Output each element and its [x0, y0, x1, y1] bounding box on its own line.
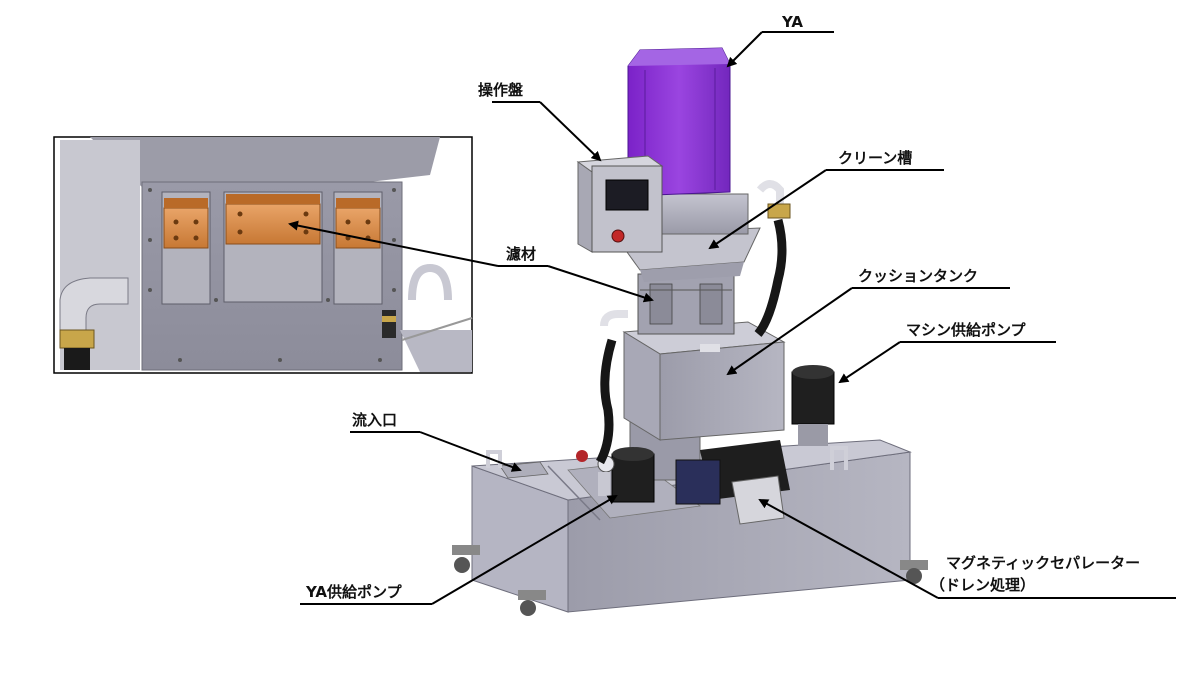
inset-elbow-pipe: [59, 277, 129, 370]
inset-valve: [382, 310, 396, 338]
hose-left: [595, 338, 617, 465]
label-magnetic-separator-line1: マグネティックセパレーター: [946, 554, 1140, 572]
emergency-stop: [611, 229, 625, 243]
inset-filter-media: [163, 194, 381, 249]
control-panel-screen: [605, 179, 649, 211]
callout-inlet: 流入口: [350, 411, 522, 472]
filter-box: [637, 273, 735, 335]
machine-supply-pump: [791, 365, 835, 446]
tank-handle-right: [830, 446, 848, 470]
filter-detail-inset: [53, 136, 473, 374]
tank-handle-left: [486, 450, 502, 468]
inset-rail: [400, 330, 472, 372]
label-machine-pump: マシン供給ポンプ: [906, 321, 1027, 339]
label-magnetic-separator-line2: （ドレン処理）: [930, 576, 1035, 594]
separator-motor: [675, 459, 721, 505]
label-control-panel: 操作盤: [478, 81, 524, 99]
label-clean-tank: クリーン槽: [838, 149, 912, 167]
callout-clean-tank: クリーン槽: [708, 149, 944, 250]
machine-illustration: [452, 47, 928, 616]
elbow-top: [756, 180, 784, 210]
callout-ya: YA: [726, 13, 834, 68]
callout-magnetic-separator: マグネティックセパレーター （ドレン処理）: [758, 499, 1176, 599]
inset-hopper: [90, 137, 440, 190]
control-panel-box: [576, 155, 664, 253]
valve-handle: [576, 450, 588, 462]
label-inlet: 流入口: [352, 411, 397, 429]
label-cushion-tank: クッションタンク: [858, 267, 978, 285]
ya-supply-pump: [576, 447, 655, 503]
casters: [452, 545, 928, 616]
callout-filter-media: 濾材: [288, 220, 654, 303]
inset-handle: [408, 263, 452, 301]
hose-right: [754, 218, 787, 337]
magnetic-separator: [675, 440, 790, 525]
label-ya-pump: YA供給ポンプ: [305, 583, 403, 601]
callout-cushion-tank: クッションタンク: [726, 267, 1010, 376]
label-filter-media: 濾材: [506, 245, 536, 263]
elbow-mid: [600, 310, 628, 327]
callout-control-panel: 操作盤: [478, 81, 602, 162]
label-ya: YA: [781, 13, 803, 31]
inset-bolts: [148, 188, 396, 362]
cushion-tank-body: [622, 321, 786, 441]
callout-ya-pump: YA供給ポンプ: [300, 494, 618, 605]
callout-machine-pump: マシン供給ポンプ: [838, 321, 1056, 384]
